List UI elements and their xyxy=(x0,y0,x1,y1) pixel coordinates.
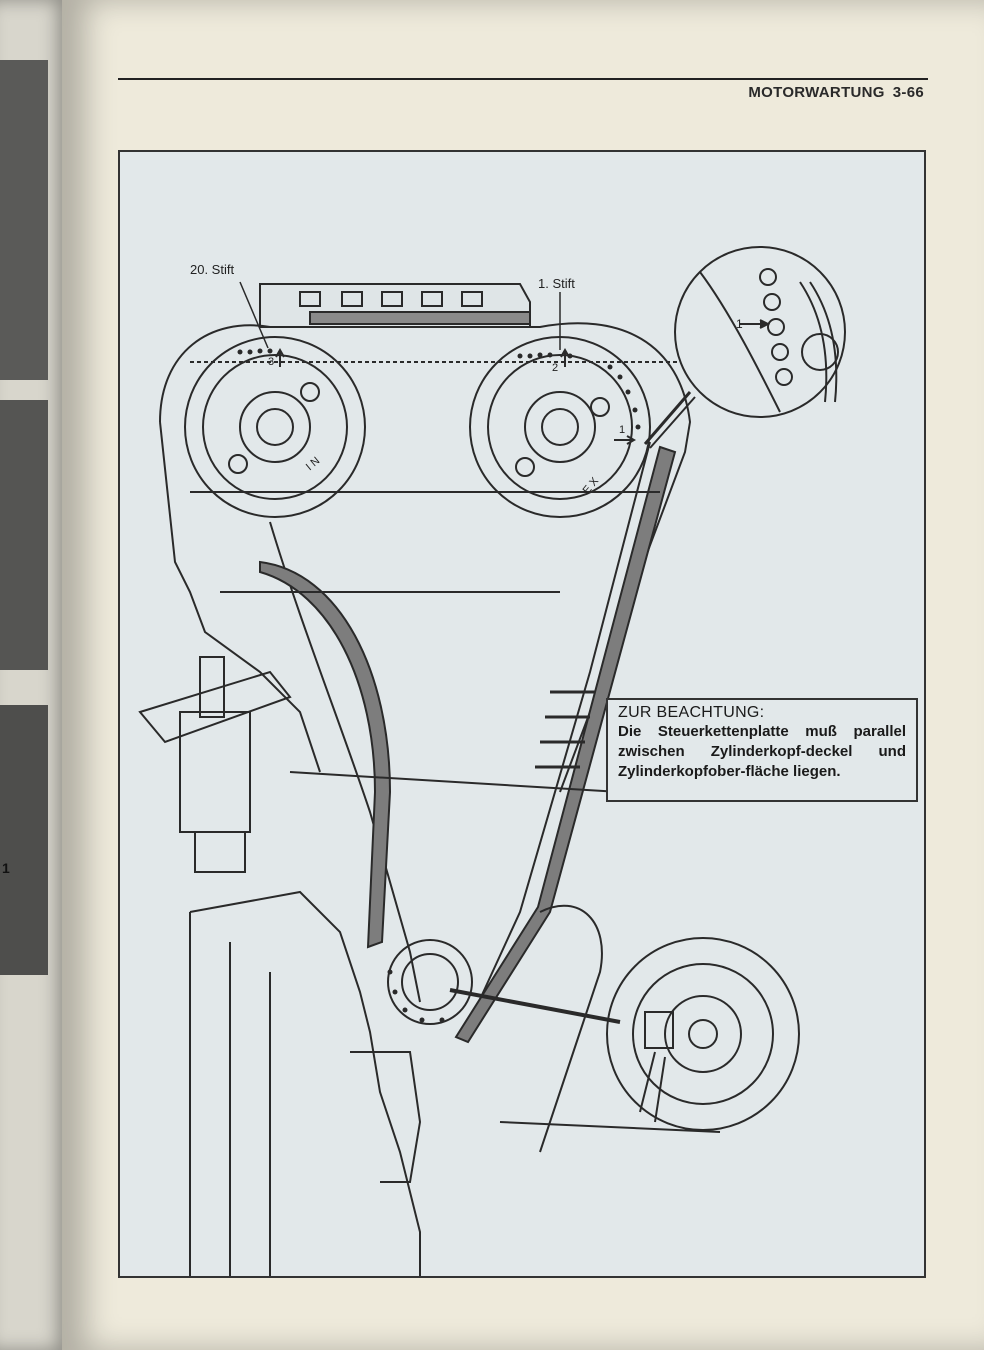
detail-view-pin-1 xyxy=(674,246,846,418)
caution-note: ZUR BEACHTUNG: Die Steuerkettenplatte mu… xyxy=(606,698,918,802)
page-number: 3-66 xyxy=(892,84,924,101)
label-mark-1-chain: 1 xyxy=(619,424,626,436)
tensioner-body xyxy=(138,670,292,744)
label-mark-3: 3 xyxy=(268,356,275,368)
timing-chain-right xyxy=(464,441,651,1033)
label-mark-2: 2 xyxy=(552,362,559,374)
label-pin-1: 1. Stift xyxy=(538,276,575,291)
page-header: MOTORWARTUNG 3-66 xyxy=(748,84,924,101)
timing-chain-left xyxy=(269,521,421,1003)
left-page-edge: 1 xyxy=(0,0,70,1350)
header-rule xyxy=(118,78,928,80)
left-page-photo xyxy=(0,60,48,380)
diagram-drawing xyxy=(138,246,846,1276)
left-page-photo xyxy=(0,705,48,975)
tensioner-housing xyxy=(179,711,251,833)
left-page-fragment: 1 xyxy=(2,860,10,876)
chain-guide-right xyxy=(454,445,677,1044)
intake-sprocket xyxy=(184,336,366,518)
label-mark-1-detail: 1 xyxy=(736,317,743,331)
engine-timing-chain-diagram: 20. Stift 1. Stift 3 2 1 1 I N E X ZUR B… xyxy=(118,150,926,1278)
detail-view-crank xyxy=(606,937,800,1131)
note-text: Die Steuerkettenplatte muß parallel zwis… xyxy=(618,723,906,780)
chain-plate-hatched xyxy=(309,311,531,325)
head-outline xyxy=(159,322,692,793)
engine-block xyxy=(189,890,421,1276)
note-title: ZUR BEACHTUNG: xyxy=(618,704,765,721)
tensioner-arm xyxy=(259,560,392,949)
label-pin-20: 20. Stift xyxy=(190,262,235,277)
left-page-photo xyxy=(0,400,48,670)
section-title: MOTORWARTUNG xyxy=(748,84,885,101)
crank-sprocket xyxy=(387,939,473,1025)
